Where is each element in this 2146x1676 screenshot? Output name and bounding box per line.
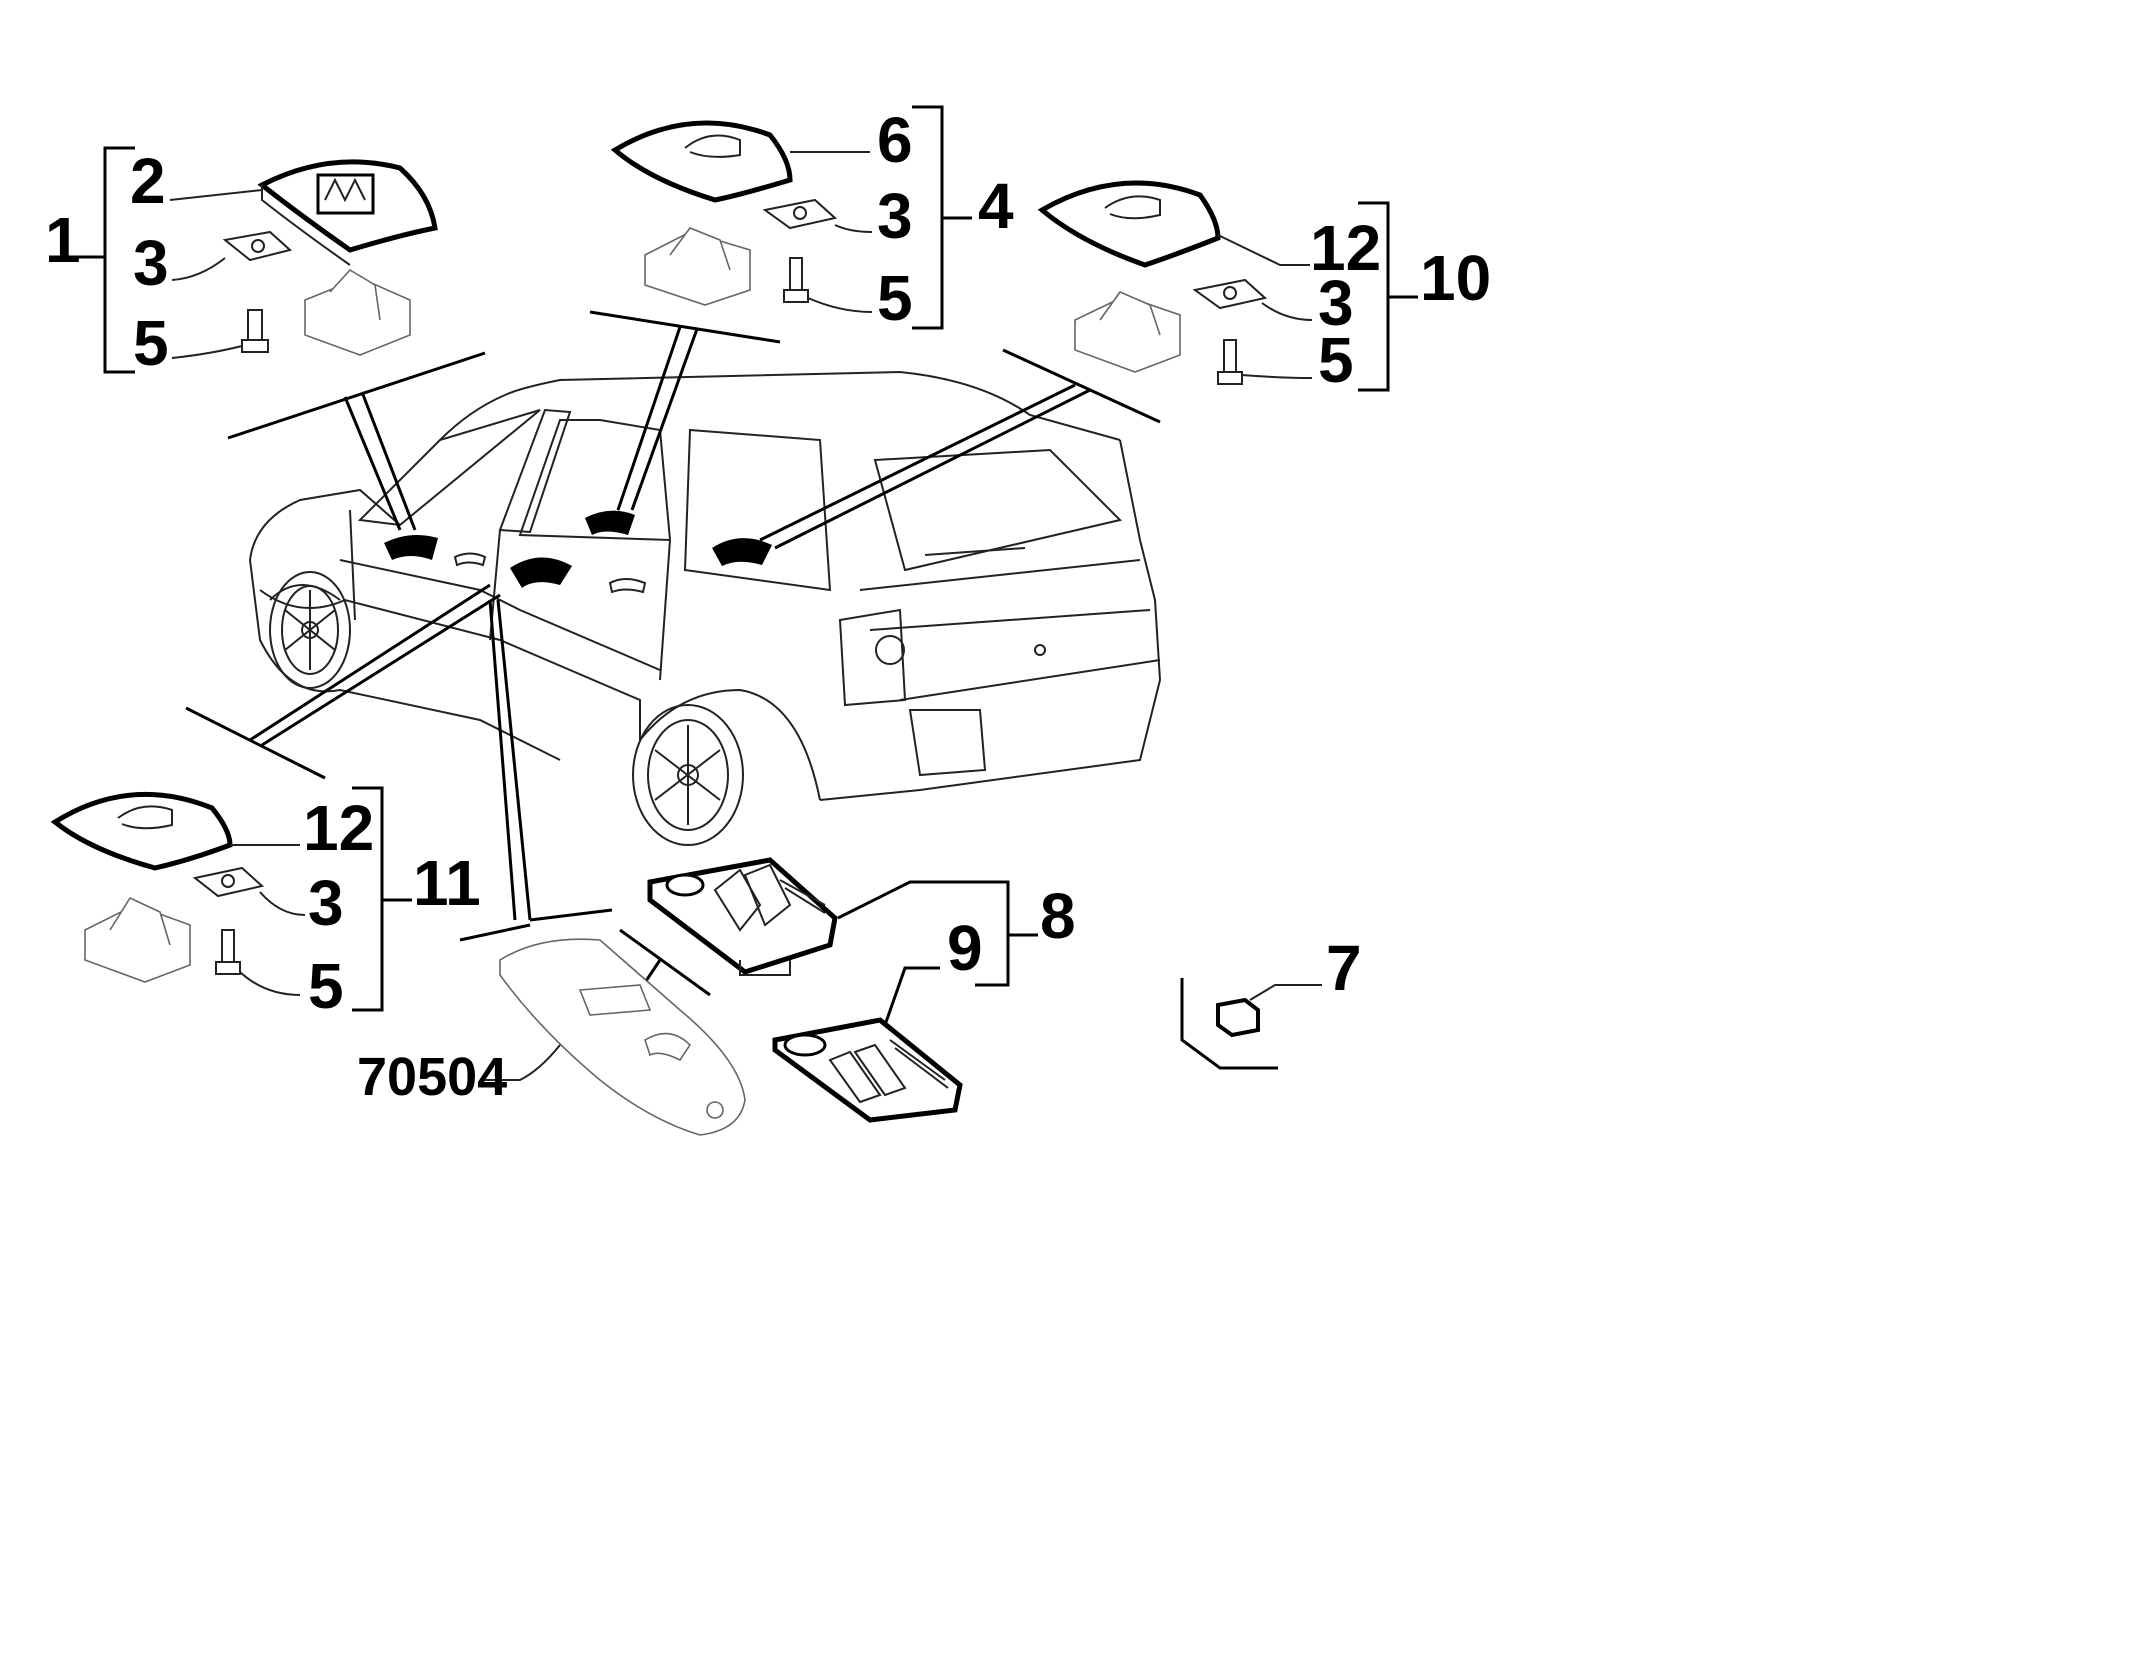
callout-4: 4: [978, 170, 1014, 242]
callout-5a: 5: [133, 307, 169, 379]
callout-2: 2: [130, 145, 166, 217]
group-1-front-switch-assembly: [75, 146, 438, 374]
clip-3d: [192, 866, 265, 898]
pad-rear-left: [585, 510, 635, 535]
callout-8: 8: [1040, 880, 1076, 952]
pad-rear-right: [712, 538, 772, 566]
callout-5c: 5: [1318, 324, 1354, 396]
rear-wheel: [632, 704, 744, 846]
screw-5d: [215, 929, 241, 975]
clip-3c: [1192, 278, 1268, 310]
screw-5b: [783, 257, 809, 303]
callout-5d: 5: [308, 950, 344, 1022]
group-11-front-door-switch-assembly: [50, 786, 412, 1012]
car-outline: [249, 370, 1162, 801]
callout-6: 6: [877, 104, 913, 176]
group-10-rear-right-switch-assembly: [1037, 180, 1418, 392]
window-switch-panel-8: [647, 857, 1038, 987]
callout-3c: 3: [1318, 267, 1354, 339]
switch-cover-12a: [1037, 180, 1221, 268]
callout-labels: 1 2 3 5 6 3 4 5 12 10 3 5 12 11 3 5 8 9 …: [45, 104, 1491, 1107]
callout-70504: 70504: [357, 1047, 507, 1107]
clip-3b: [762, 198, 838, 230]
car-switch-pads: [384, 510, 772, 588]
leader-lines: [185, 310, 1161, 997]
callout-1: 1: [45, 204, 81, 276]
callout-12b: 12: [303, 792, 374, 864]
center-console-70504: [480, 938, 746, 1136]
callout-3d: 3: [308, 867, 344, 939]
screw-5c: [1217, 339, 1243, 385]
callout-7: 7: [1326, 932, 1362, 1004]
callout-3a: 3: [133, 227, 169, 299]
pad-front-left: [384, 534, 438, 560]
clip-3a: [222, 230, 293, 262]
callout-10: 10: [1420, 242, 1491, 314]
callout-5b: 5: [877, 262, 913, 334]
pad-front-door: [510, 557, 572, 588]
callout-3b: 3: [877, 180, 913, 252]
callout-11: 11: [413, 847, 481, 919]
callout-12a: 12: [1310, 212, 1381, 284]
callout-9: 9: [947, 912, 983, 984]
switch-cover-6: [610, 120, 793, 203]
switch-cover-12b: [50, 791, 233, 871]
screw-5a: [241, 309, 269, 353]
window-switch-panel-9: [772, 966, 963, 1123]
relay-7: [1180, 978, 1322, 1070]
group-4-rear-switch-assembly: [610, 105, 972, 330]
front-wheel: [269, 571, 351, 689]
